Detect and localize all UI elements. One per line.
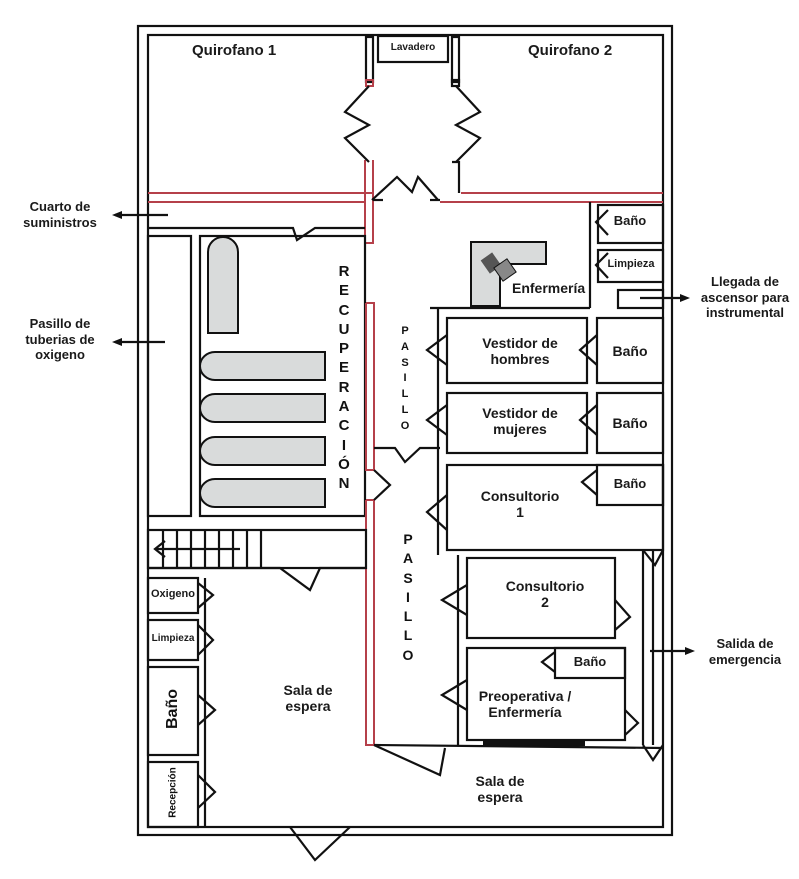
vertical-letter: I [341,436,347,454]
vertical-letter: L [401,403,409,416]
room-bano-mujeres: Baño [612,415,648,431]
room-quirofano-1: Quirofano 1 [192,42,277,59]
vertical-letter: I [406,588,410,605]
room-vestidor-hombres: Vestidor de hombres [482,335,558,368]
room-limpieza-left: Limpieza [151,633,195,644]
vertical-letter: R [338,263,350,280]
vertical-letter: I [403,372,407,385]
vertical-letter: A [402,550,414,567]
vertical-letter: S [403,569,413,586]
vertical-letter: N [338,475,350,493]
room-sala-espera-left: Sala de espera [283,682,333,715]
room-recepcion: Recepción [167,767,179,818]
vertical-letter: C [338,301,350,319]
room-bano-top: Baño [613,213,647,228]
vertical-letter: O [402,646,414,663]
outer-wall [136,24,674,837]
vertical-letter: E [338,359,349,377]
vertical-letter: Ó [338,455,350,473]
vertical-letter: L [403,627,413,644]
oxygen-corridor [146,234,193,518]
vertical-letter: S [401,356,409,369]
vertical-letter: A [401,340,409,353]
label-ascensor: Llegada de ascensor para instrumental [700,274,790,321]
vertical-letter: O [400,419,410,432]
label-cuarto-suministros: Cuarto de suministros [23,199,97,230]
room-bano-hombres: Baño [612,343,648,359]
vertical-letter: C [338,417,350,435]
room-oxigeno: Oxigeno [150,588,195,600]
arrows [112,211,695,655]
room-vestidor-mujeres: Vestidor de mujeres [482,405,558,438]
vertical-letter: L [403,608,413,625]
window [483,740,585,746]
lavadero-box [376,34,450,64]
vertical-letter: P [338,340,349,358]
room-sala-espera-bottom: Sala de espera [475,773,525,806]
vertical-letter: P [401,325,409,337]
stairs [153,530,263,568]
vertical-letter: E [338,282,349,300]
room-consultorio-2: Consultorio 2 [505,578,585,611]
room-bano-left: Baño [164,689,181,729]
label-salida-emergencia: Salida de emergencia [708,636,782,667]
computer-icon [493,258,517,282]
room-limpieza-top: Limpieza [607,258,655,270]
vertical-letter: U [338,320,350,338]
room-lavadero: Lavadero [390,42,436,53]
room-enfermeria: Enfermería [512,280,586,296]
room-quirofano-2: Quirofano 2 [528,42,613,59]
room-bano-preop: Baño [573,654,607,669]
label-pasillo-oxigeno: Pasillo de tuberias de oxigeno [25,316,95,363]
vertical-letter: L [401,388,409,401]
room-consultorio-1: Consultorio 1 [480,488,560,521]
room-preoperativa: Preoperativa / Enfermería [478,688,572,721]
vertical-letter: P [403,531,413,547]
vertical-letter: A [338,398,350,416]
room-bano-consultorio-1: Baño [613,476,647,491]
vertical-letter: R [338,378,350,396]
